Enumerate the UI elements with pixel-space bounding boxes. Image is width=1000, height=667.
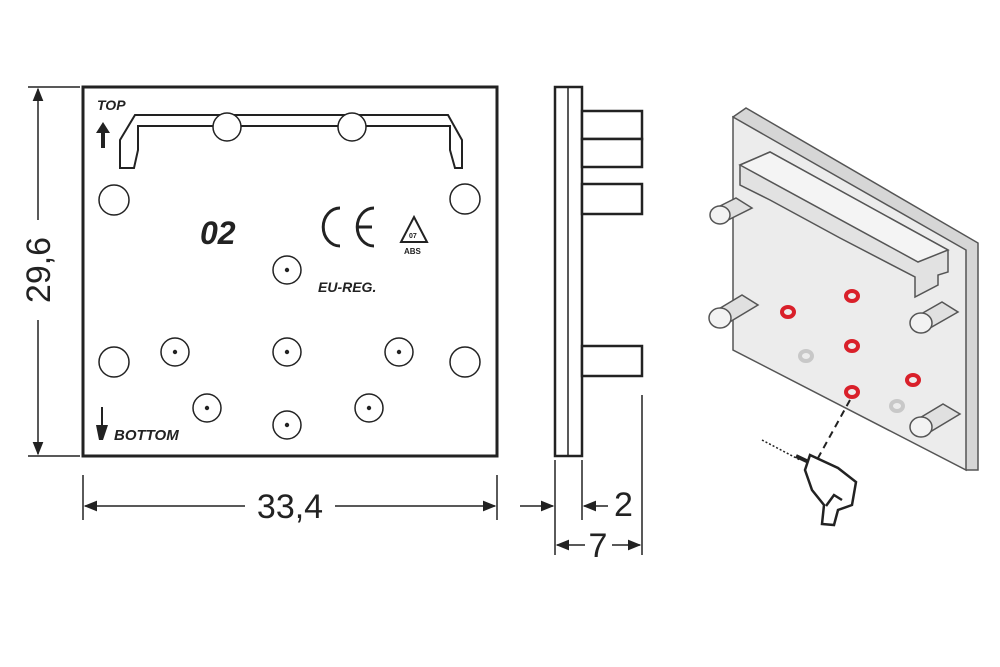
side-channel-tab (580, 137, 644, 169)
thickness-value: 2 (614, 486, 633, 524)
label-top: TOP (97, 97, 126, 113)
screw-hole (354, 393, 384, 423)
pin-hole (337, 112, 367, 142)
profile-channel-outline (119, 114, 463, 169)
arrow-down-icon (96, 407, 108, 440)
side-view (553, 85, 644, 458)
iso-pin (708, 294, 760, 329)
ce-mark-icon (321, 206, 375, 248)
screw-hole (272, 410, 302, 440)
arrow-up-icon (96, 122, 110, 148)
front-view (81, 85, 499, 458)
drill-point (905, 373, 921, 387)
depth-dimension (555, 395, 643, 555)
drill-point (844, 339, 860, 353)
screw-hole (192, 393, 222, 423)
pin-hole (98, 184, 130, 216)
recycle-icon (399, 214, 429, 243)
screw-hole (384, 337, 414, 367)
iso-pin (909, 403, 962, 438)
side-channel-tab (580, 182, 644, 216)
drill-guide-line (817, 399, 851, 459)
height-value: 29,6 (20, 237, 58, 303)
side-pin (580, 344, 644, 378)
drill-point (780, 305, 796, 319)
width-dimension (82, 475, 498, 520)
drill-icon (761, 439, 858, 527)
inactive-point (889, 399, 905, 413)
drill-point (844, 289, 860, 303)
end-cap-outline (81, 85, 499, 458)
recycle-code: 07 (409, 233, 417, 240)
side-channel-tab (580, 109, 644, 141)
recycle-material: ABS (404, 247, 422, 256)
isometric-view (708, 107, 979, 472)
pin-hole (449, 183, 481, 215)
height-dimension (28, 86, 80, 457)
screw-hole (272, 337, 302, 367)
depth-value: 7 (589, 527, 608, 565)
pin-hole (449, 346, 481, 378)
drill-point (844, 385, 860, 399)
pin-hole (98, 346, 130, 378)
screw-hole (160, 337, 190, 367)
iso-channel-top (738, 151, 950, 263)
screw-hole (272, 255, 302, 285)
part-number: 02 (200, 215, 236, 251)
eu-reg-label: EU-REG. (318, 279, 376, 295)
iso-pin (709, 197, 754, 225)
iso-pin (909, 301, 960, 334)
drill-points (780, 289, 921, 413)
width-value: 33,4 (257, 488, 323, 526)
label-bottom: BOTTOM (114, 427, 179, 444)
thickness-dimension (520, 460, 608, 555)
inactive-point (798, 349, 814, 363)
pin-hole (212, 112, 242, 142)
